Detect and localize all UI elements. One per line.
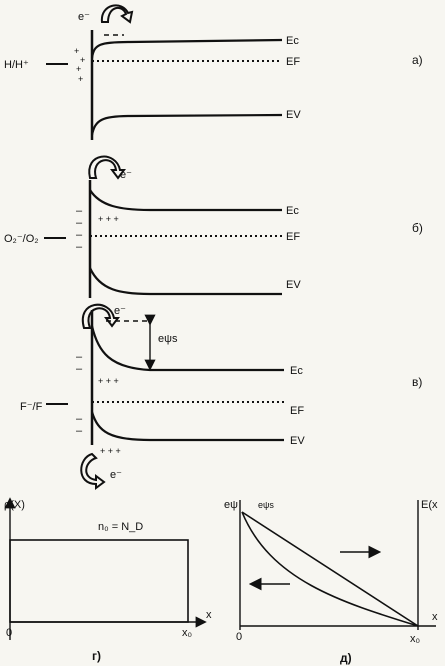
- panel-b-charges: + + +: [98, 214, 119, 224]
- panel-d-ylabel-left: eψ: [224, 499, 238, 511]
- panel-a-tag: а): [412, 53, 423, 67]
- panel-c-barrier-label: eψs: [158, 333, 178, 345]
- panel-d-ylabel-right: E(x: [421, 499, 438, 511]
- panel-d-origin: 0: [236, 631, 242, 643]
- panel-c-charge-minus: –: [76, 363, 83, 375]
- panel-b-ev-label: EV: [286, 279, 301, 291]
- panel-b: e⁻ O₂⁻/O₂ – – – – + + + Eс EF EV б): [4, 155, 423, 298]
- panel-g-origin: 0: [6, 627, 12, 639]
- panel-c-ev-label: EV: [290, 435, 305, 447]
- panel-b-charge-minus: –: [76, 229, 83, 241]
- panel-c-charges-mid: + + +: [98, 376, 119, 386]
- panel-c-tag: в): [412, 375, 422, 389]
- panel-g: ρ(X) n₀ = N_D 0 x₀ x г): [4, 497, 212, 663]
- panel-d-xend: x₀: [410, 633, 420, 645]
- panel-g-equation: n₀ = N_D: [98, 521, 143, 533]
- panel-a-redox-label: H/H⁺: [4, 59, 29, 71]
- panel-b-electron-label: e⁻: [120, 169, 132, 181]
- panel-c-redox-label: F⁻/F: [20, 401, 43, 413]
- panel-a-ef-label: EF: [286, 56, 300, 68]
- panel-b-charge-minus: –: [76, 205, 83, 217]
- panel-a-electron-arrow: [100, 4, 134, 24]
- panel-d-xaxis: x: [432, 611, 438, 623]
- panel-c-charges-bottom: + + +: [100, 446, 121, 456]
- panel-g-ylabel: ρ(X): [4, 499, 25, 511]
- panel-b-tag: б): [412, 221, 423, 235]
- panel-d-linear-curve: [241, 511, 419, 627]
- panel-a-ev-band: [90, 113, 283, 136]
- panel-b-ec-band: [89, 189, 282, 212]
- panel-a-ec-label: Eс: [286, 35, 299, 47]
- panel-c-ev-band: [90, 411, 284, 442]
- panel-d-ylabel-s: eψs: [258, 500, 274, 510]
- panel-c: e⁻ eψs F⁻/F – – – – + + + + + + e⁻ Eс EF…: [20, 303, 422, 490]
- panel-g-xend: x₀: [182, 627, 192, 639]
- panel-d: eψ eψs E(x 0 x₀ x д): [224, 499, 438, 665]
- panel-c-electron-bottom-label: e⁻: [110, 469, 122, 481]
- panel-g-tag: г): [92, 649, 101, 663]
- panel-b-charge-minus: –: [76, 241, 83, 253]
- panel-b-charge-minus: –: [76, 217, 83, 229]
- panel-b-ev-band: [88, 267, 282, 296]
- panel-b-electron-arrow: [88, 155, 126, 180]
- panel-d-potential-curve: [241, 511, 419, 627]
- panel-a-charge: +: [74, 46, 79, 56]
- panel-a-electron-label: e⁻: [78, 11, 90, 23]
- panel-g-charge-box: [9, 539, 189, 623]
- panel-a-charge: +: [76, 64, 81, 74]
- panel-d-tag: д): [340, 651, 352, 665]
- panel-a-ec-band: [90, 38, 283, 59]
- panel-c-ef-label: EF: [290, 405, 304, 417]
- panel-g-xaxis: x: [206, 609, 212, 621]
- panel-c-ec-label: Eс: [290, 365, 303, 377]
- panel-c-electron-arrow-top: [81, 303, 120, 329]
- panel-c-charge-minus: –: [76, 351, 83, 363]
- panel-b-ef-label: EF: [286, 231, 300, 243]
- panel-b-redox-label: O₂⁻/O₂: [4, 233, 39, 245]
- panel-a-charge: +: [78, 74, 83, 84]
- panel-a-ev-label: EV: [286, 109, 301, 121]
- panel-a: e⁻ H/H⁺ + + + + Eс EF EV а): [4, 4, 423, 140]
- panel-c-charge-minus: –: [76, 413, 83, 425]
- panel-c-charge-minus: –: [76, 425, 83, 437]
- panel-b-ec-label: Eс: [286, 205, 299, 217]
- panel-c-electron-top-label: e⁻: [114, 305, 126, 317]
- panel-c-ec-band: [90, 325, 284, 372]
- panel-a-charge: +: [80, 55, 85, 65]
- panel-c-electron-arrow-bottom: [80, 452, 106, 490]
